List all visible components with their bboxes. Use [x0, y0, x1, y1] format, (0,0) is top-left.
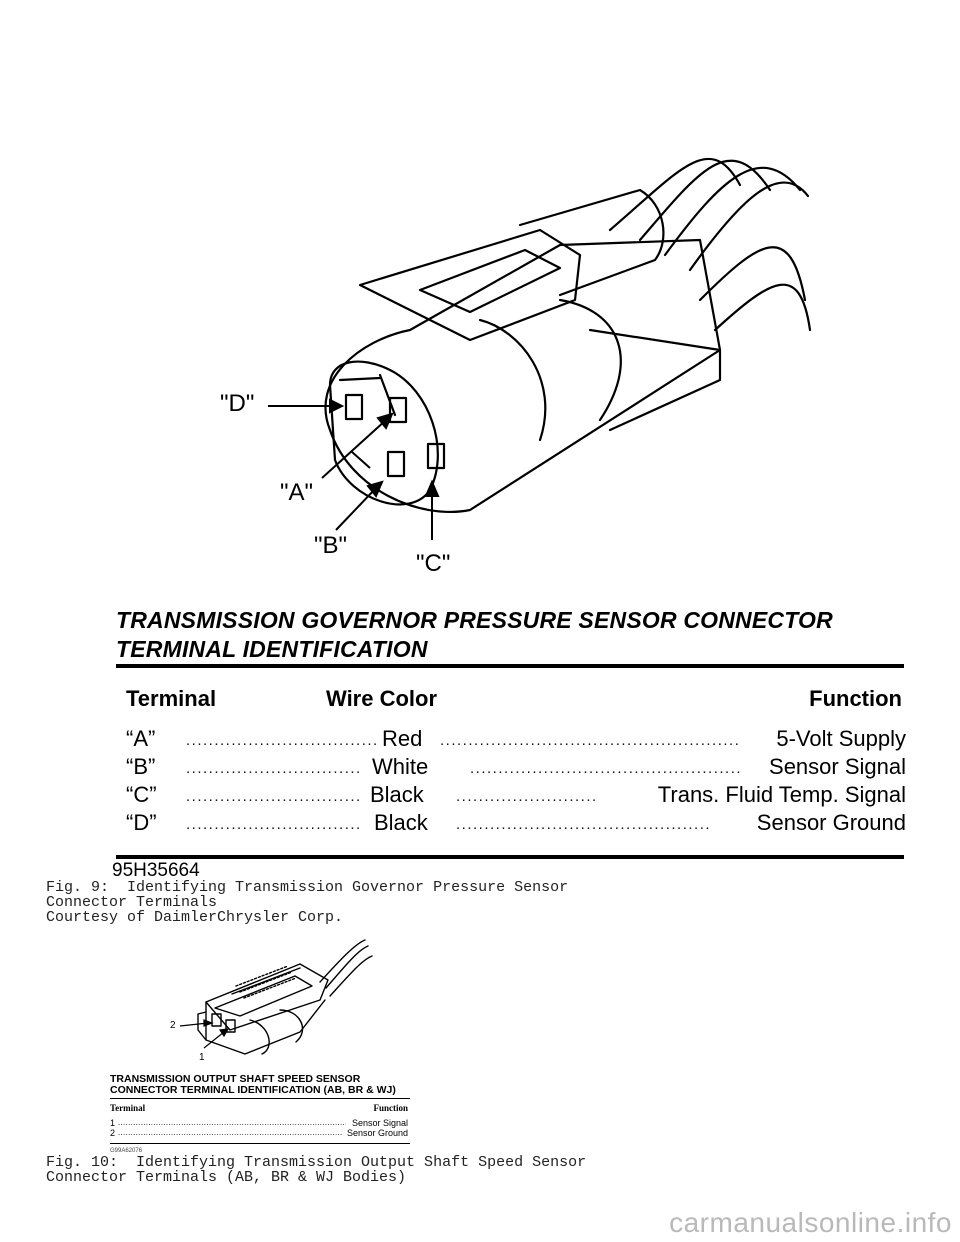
function-cell: Sensor Ground: [756, 810, 906, 835]
function-cell: 5-Volt Supply: [776, 726, 906, 751]
label-b: "B": [314, 532, 348, 559]
figure9-title-line2: TERMINAL IDENTIFICATION: [116, 636, 428, 662]
leader-dots: ..............................: [456, 788, 596, 805]
figure9-caption: Fig. 9: Identifying Transmission Governo…: [46, 879, 569, 926]
function-cell: Sensor Signal: [769, 754, 906, 779]
terminal-cell: “D”: [126, 810, 157, 835]
header-terminal: Terminal: [126, 686, 217, 711]
wire-color-cell: Black: [370, 782, 424, 807]
leader-dots: ........................................: [186, 816, 362, 833]
wire-color-cell: White: [372, 754, 429, 779]
watermark: carmanualsonline.info: [669, 1207, 952, 1238]
terminal-cell: “B”: [126, 754, 156, 779]
figure10-number: G99A62076: [110, 1148, 143, 1154]
bottom-rule: [116, 855, 904, 859]
leader-dots: ........................................…: [118, 1118, 346, 1127]
leader-dots: ........................................…: [470, 760, 740, 777]
table-row: “D” ....................................…: [126, 810, 906, 838]
table-row: “A” ....................................…: [126, 726, 906, 754]
label-1: 1: [199, 1052, 205, 1063]
leader-dots: ........................................: [186, 760, 362, 777]
label-d: "D": [220, 390, 255, 417]
figure10-caption: Fig. 10: Identifying Transmission Output…: [46, 1154, 587, 1186]
figure10-top-rule: [110, 1098, 410, 1099]
function-cell: Sensor Ground: [346, 1128, 408, 1138]
table-row: 2 ......................................…: [110, 1128, 410, 1139]
table-row: “B” ....................................…: [126, 754, 906, 782]
wire-color-cell: Red: [382, 726, 423, 751]
table-row: 1 ......................................…: [110, 1118, 410, 1129]
figure9-title: TRANSMISSION GOVERNOR PRESSURE SENSOR CO…: [116, 606, 833, 664]
header-wire-color: Wire Color: [326, 686, 438, 711]
governor-sensor-connector-illustration: [268, 157, 812, 540]
function-cell: Trans. Fluid Temp. Signal: [657, 782, 906, 807]
figure10-bottom-rule: [110, 1143, 410, 1144]
leader-dots: ........................................: [186, 732, 376, 749]
figure10-header-function: Function: [373, 1103, 408, 1113]
wire-color-cell: Black: [374, 810, 428, 835]
figure9-title-line1: TRANSMISSION GOVERNOR PRESSURE SENSOR CO…: [116, 607, 833, 633]
leader-dots: ........................................…: [118, 1128, 342, 1137]
figure10-header-terminal: Terminal: [110, 1103, 146, 1113]
header-function: Function: [809, 686, 902, 711]
top-rule: [116, 664, 904, 668]
leader-dots: ........................................…: [456, 816, 712, 833]
output-shaft-sensor-connector-illustration: [179, 939, 373, 1055]
function-cell: Sensor Signal: [351, 1118, 408, 1128]
figure10-title: TRANSMISSION OUTPUT SHAFT SPEED SENSOR C…: [110, 1074, 396, 1096]
figure10-title-line1: TRANSMISSION OUTPUT SHAFT SPEED SENSOR: [110, 1073, 361, 1085]
figure9-number: 95H35664: [112, 860, 200, 881]
leader-dots: ........................................…: [440, 732, 740, 749]
label-c: "C": [416, 550, 451, 577]
table-row: “C” ....................................…: [126, 782, 906, 810]
leader-dots: ........................................: [186, 788, 362, 805]
terminal-cell: “A”: [126, 726, 156, 751]
terminal-cell: 1: [110, 1118, 116, 1128]
label-a: "A": [280, 479, 314, 506]
figure10-title-line2: CONNECTOR TERMINAL IDENTIFICATION (AB, B…: [110, 1084, 396, 1096]
label-2: 2: [170, 1020, 176, 1031]
terminal-cell: “C”: [126, 782, 157, 807]
terminal-cell: 2: [110, 1128, 116, 1138]
